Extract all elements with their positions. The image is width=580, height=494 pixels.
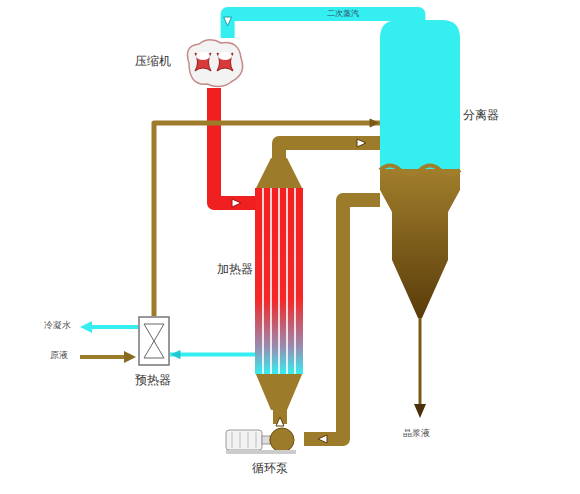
equipment-shape xyxy=(183,38,245,88)
separator-node: 分离器 xyxy=(380,20,460,320)
pipe-connector xyxy=(304,200,380,443)
outlet-arrow xyxy=(80,321,92,333)
equipment-shape xyxy=(255,158,303,410)
preheater-body xyxy=(139,317,169,365)
equipment-shape xyxy=(224,424,304,454)
heater-tube xyxy=(262,188,264,374)
rotor-lobe xyxy=(217,53,233,71)
pipe-label: 二次蒸汽 xyxy=(326,10,360,19)
liquid-surface xyxy=(380,166,460,175)
pipe xyxy=(304,200,380,439)
equipment-shape xyxy=(138,316,170,366)
stream-label: 晶浆液 xyxy=(403,428,430,439)
pipe xyxy=(170,353,255,357)
equipment-label: 压缩机 xyxy=(135,54,171,68)
pump-base xyxy=(226,450,296,454)
pipe xyxy=(279,143,380,158)
slurry-outlet xyxy=(419,316,422,404)
equipment-label: 分离器 xyxy=(463,108,499,122)
motor-fin xyxy=(240,432,241,448)
heater-head xyxy=(255,372,303,410)
pipe-connector xyxy=(279,139,380,158)
equipment-label: 预热器 xyxy=(135,373,171,387)
condensate-outlet xyxy=(92,325,138,329)
motor-fin xyxy=(256,432,257,448)
motor-fin xyxy=(232,432,233,448)
heater-tube xyxy=(278,188,280,374)
heater-head xyxy=(255,158,303,190)
feed-inlet xyxy=(80,355,126,359)
inlet-arrow xyxy=(124,351,136,363)
flow-arrow xyxy=(276,417,284,426)
pump-motor xyxy=(226,430,262,450)
stream-label: 冷凝水 xyxy=(44,320,71,331)
pump-node: 循环泵 xyxy=(224,424,304,454)
stream-label: 原液 xyxy=(50,350,68,361)
pipe-connector xyxy=(276,410,284,426)
heater-tube xyxy=(270,188,272,374)
equipment-shape xyxy=(380,20,460,320)
flow-arrow xyxy=(318,435,327,443)
preheater-node: 预热器 xyxy=(138,316,170,366)
compressor-body xyxy=(187,40,242,87)
compressor-node: 压缩机 xyxy=(183,38,245,88)
separator-vessel xyxy=(380,20,460,318)
pump-coupling xyxy=(262,436,270,444)
preheater-plates xyxy=(144,324,164,358)
flow-arrow xyxy=(172,351,180,359)
pipe xyxy=(214,88,255,203)
outlet-arrow xyxy=(414,404,426,418)
rotor-lobe xyxy=(195,53,211,71)
rotor-lobe xyxy=(196,52,210,60)
heater-shell xyxy=(255,188,303,374)
heater-tube xyxy=(286,188,288,374)
flow-arrow xyxy=(357,139,366,147)
pump-casing xyxy=(270,428,294,452)
pipe-connector xyxy=(170,351,255,359)
flow-arrow xyxy=(232,199,241,207)
rotor-lobe xyxy=(218,52,232,60)
flow-arrow xyxy=(224,17,232,26)
pipe-connector xyxy=(214,88,255,207)
flow-arrow xyxy=(370,119,378,127)
equipment-label: 加热器 xyxy=(217,262,253,276)
equipment-label: 循环泵 xyxy=(252,461,288,475)
heater-node: 加热器 xyxy=(255,158,303,410)
heater-tube xyxy=(294,188,296,374)
motor-fin xyxy=(248,432,249,448)
